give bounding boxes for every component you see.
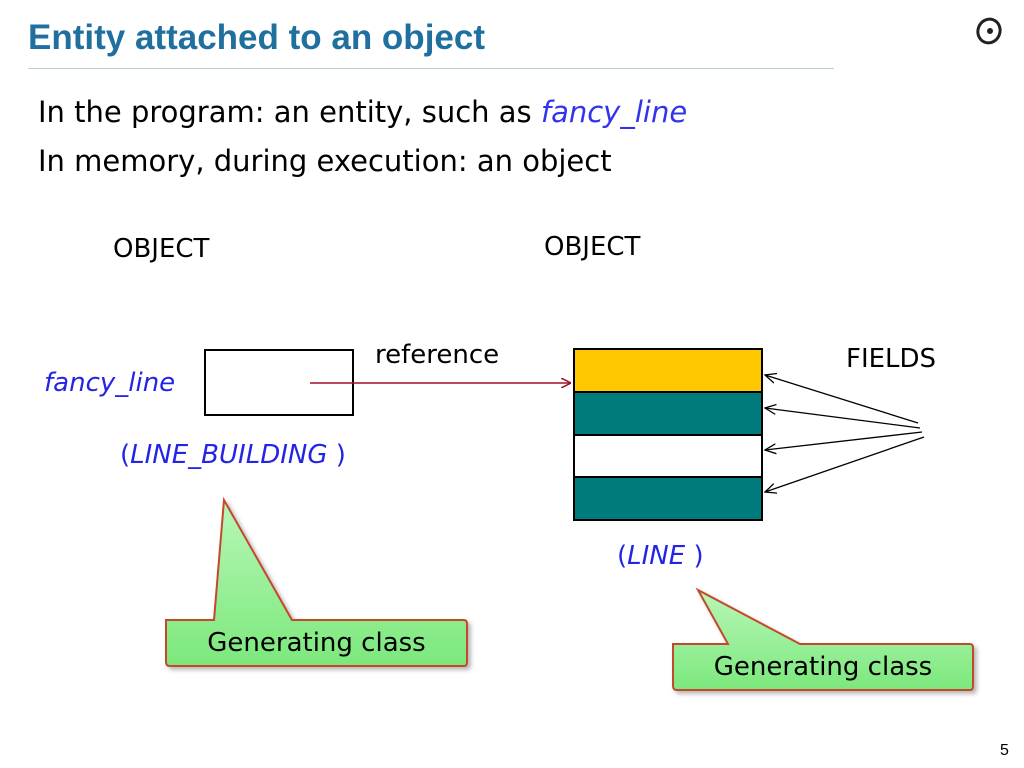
left-callout-label: Generating class <box>207 628 426 658</box>
bullet-program: In the program: an entity, such as fancy… <box>38 95 687 129</box>
left-class-close: ) <box>327 440 346 470</box>
field-arrows <box>765 375 925 492</box>
entity-name: fancy_line <box>44 368 176 398</box>
slide-title: Entity attached to an object <box>28 18 485 57</box>
field-1 <box>575 350 761 393</box>
field-3 <box>575 435 761 479</box>
fields-label: FIELDS <box>846 344 937 374</box>
right-class-open: ( <box>617 541 628 571</box>
reference-label: reference <box>375 340 500 370</box>
right-object-label: OBJECT <box>544 232 641 262</box>
left-object-label: OBJECT <box>113 234 210 264</box>
left-class-name: LINE_BUILDING <box>130 440 328 470</box>
left-callout <box>165 496 468 667</box>
bullet-memory: In memory, during execution: an object <box>38 144 612 178</box>
left-class-open: ( <box>120 440 131 470</box>
field-2 <box>575 392 761 436</box>
right-callout-label: Generating class <box>713 652 933 682</box>
field-4 <box>575 478 761 519</box>
right-class-label: (LINE ) <box>617 541 704 571</box>
bullet-text: In memory, during execution: an object <box>38 144 612 178</box>
right-callout <box>672 587 974 691</box>
bullet-emphasis: fancy_line <box>540 95 688 129</box>
object-box <box>573 348 763 521</box>
page-number: 5 <box>1000 742 1009 759</box>
title-divider <box>28 68 834 69</box>
bullet-text: In the program: an entity, such as <box>38 95 541 129</box>
right-class-close: ) <box>685 541 704 571</box>
left-class-label: (LINE_BUILDING ) <box>120 440 346 470</box>
eiffel-logo-icon <box>976 17 1002 45</box>
right-class-name: LINE <box>627 541 686 571</box>
